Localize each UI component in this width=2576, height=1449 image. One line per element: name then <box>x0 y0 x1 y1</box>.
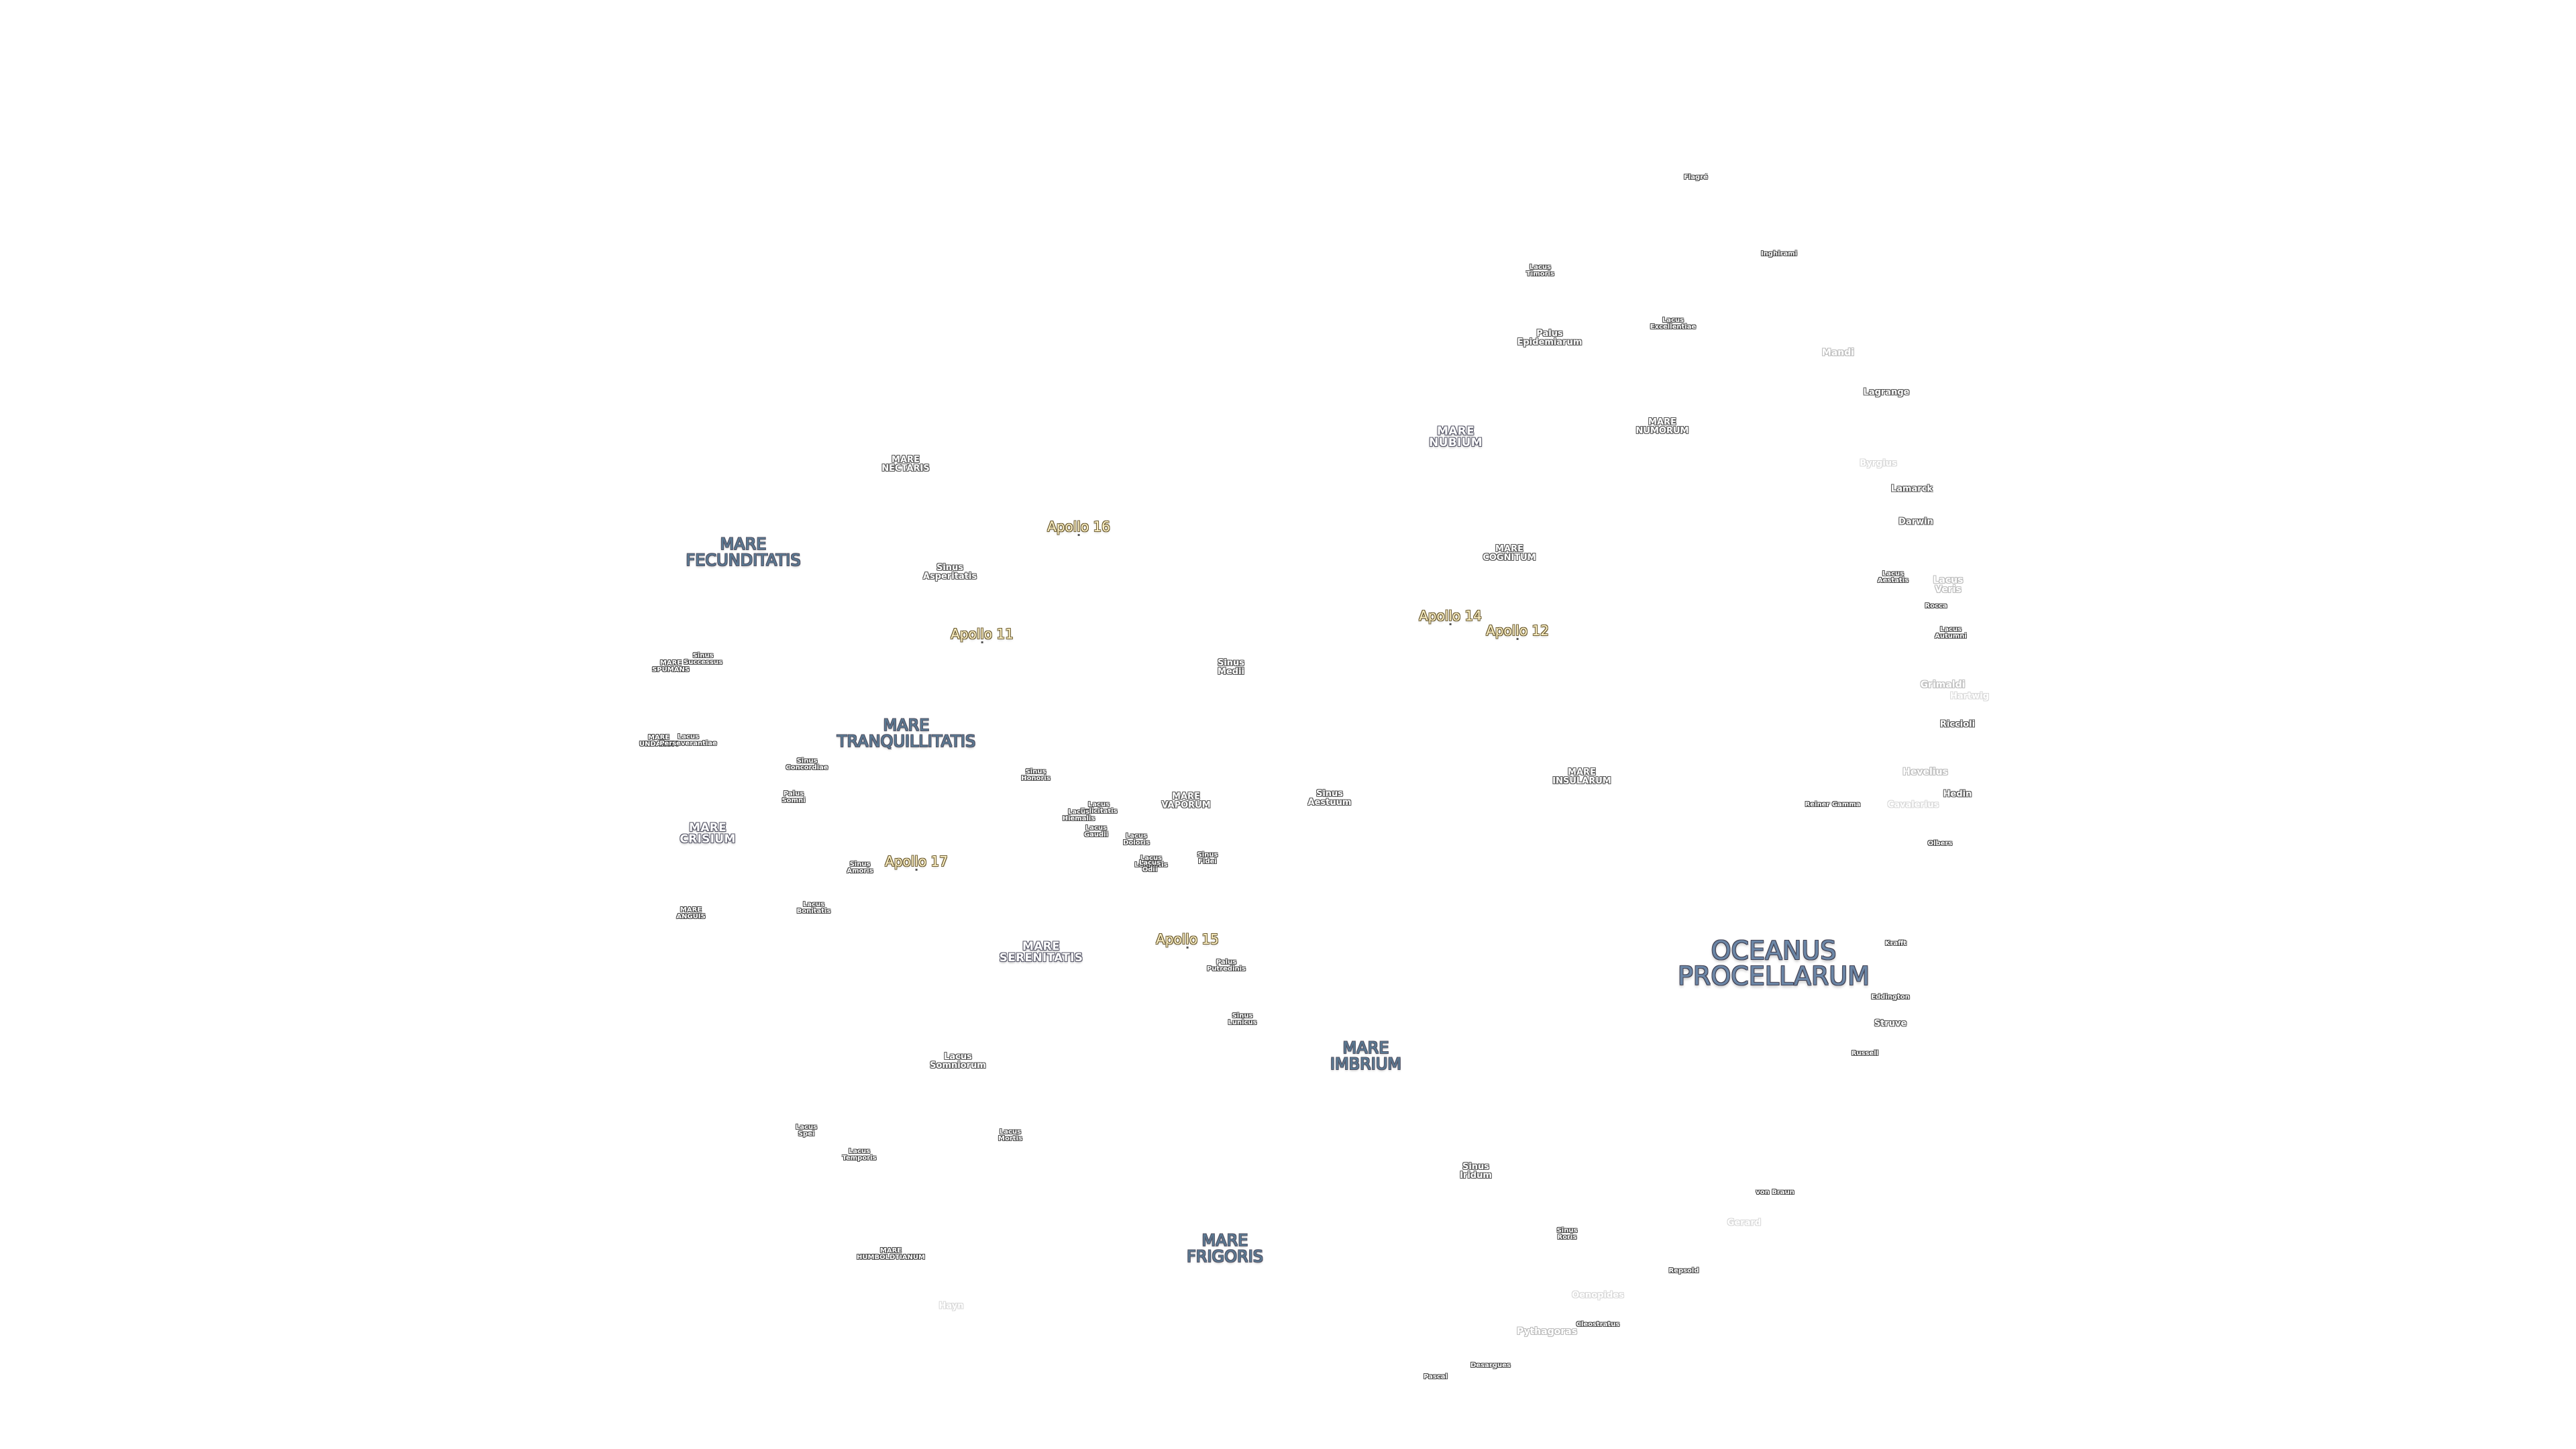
apollo-site-label: Apollo 15 <box>1156 931 1219 949</box>
feature-label: Eddington <box>1871 994 1910 1001</box>
feature-label: MARE SPUMANS <box>652 659 690 674</box>
feature-label: Lacus Doloris <box>1123 833 1150 847</box>
feature-label: Riccioli <box>1939 719 1976 730</box>
feature-label: MARE UNDARUM <box>639 734 679 748</box>
feature-label: Lacus Bonitatis <box>796 901 831 915</box>
feature-label: Lacus Aestatis <box>1877 570 1909 584</box>
feature-label: Repsold <box>1668 1267 1699 1275</box>
feature-label: Lacus Veris <box>1933 575 1964 595</box>
feature-label: Lacus Lenitatis <box>1134 855 1168 869</box>
feature-label: Lacus Autumni <box>1935 626 1967 640</box>
feature-label: Cavalerius <box>1887 800 1939 810</box>
apollo-site-label: Apollo 12 <box>1486 623 1549 640</box>
apollo-site-label: Apollo 11 <box>951 626 1014 643</box>
landing-site-marker <box>1449 623 1452 625</box>
feature-label: Lacus Mortis <box>998 1128 1022 1142</box>
feature-label: Byrgius <box>1860 458 1897 469</box>
feature-label: Lacus Perseverantiae <box>659 733 717 747</box>
feature-label: MARE TRANQUILLITATIS <box>837 716 976 751</box>
feature-label: Pascal <box>1424 1373 1448 1381</box>
apollo-site-label: Apollo 17 <box>885 853 948 871</box>
feature-label: Inghirami <box>1760 250 1798 258</box>
feature-label: Sinus Amoris <box>847 861 873 875</box>
feature-label: Sinus Roris <box>1556 1227 1578 1241</box>
feature-label: Lacus Hiemalis <box>1062 808 1095 822</box>
feature-label: MARE COGNITUM <box>1483 544 1536 563</box>
feature-label: Sinus Medii <box>1217 658 1245 677</box>
feature-label: OCEANUS PROCELLARUM <box>1678 936 1870 991</box>
feature-label: Sinus Lunicus <box>1228 1012 1257 1026</box>
feature-label: Hartwig <box>1949 691 1990 702</box>
feature-label: Sinus Fidei <box>1197 851 1218 865</box>
feature-label: Lacus Gaudii <box>1083 824 1109 839</box>
feature-label: Sinus Asperitatis <box>922 563 977 582</box>
feature-label: Lagrange <box>1863 387 1910 398</box>
feature-label: Cleostratus <box>1576 1321 1620 1328</box>
feature-label: Darwin <box>1898 517 1933 527</box>
feature-label: Sinus Honoris <box>1021 768 1051 782</box>
landing-site-marker <box>1186 947 1189 949</box>
feature-label: Lamarck <box>1890 484 1933 494</box>
feature-label: MARE NUBIUM <box>1429 425 1483 449</box>
feature-label: MARE FECUNDITATIS <box>686 535 801 570</box>
feature-label: Sinus Successus <box>684 652 722 666</box>
feature-label: MARE IMBRIUM <box>1330 1038 1402 1073</box>
feature-label: Lacus Somniorum <box>930 1052 986 1071</box>
feature-label: Sinus Aestuum <box>1307 789 1352 808</box>
apollo-site-label: Apollo 14 <box>1419 608 1482 625</box>
feature-label: MARE NECTARIS <box>881 455 930 474</box>
feature-label: Palus Putredinis <box>1206 959 1246 973</box>
feature-label: Krafft <box>1884 940 1907 947</box>
apollo-site-label: Apollo 16 <box>1047 519 1110 536</box>
feature-label: Hayn <box>938 1301 964 1311</box>
feature-label: Struve <box>1874 1018 1907 1029</box>
feature-label: Mandi <box>1821 347 1855 358</box>
feature-label: Oenopides <box>1572 1290 1624 1301</box>
feature-label: Desargues <box>1470 1362 1511 1369</box>
feature-label: MARE INSULARUM <box>1552 767 1611 786</box>
feature-label: MARE CRISIUM <box>680 821 736 846</box>
feature-label: Palus Epidemiarum <box>1517 329 1582 347</box>
feature-label: Olbers <box>1927 840 1953 847</box>
feature-label: Reiner Gamma <box>1805 801 1861 808</box>
feature-label: Lacus Excellentiae <box>1650 317 1697 331</box>
feature-label: MARE NUMORUM <box>1635 417 1689 436</box>
feature-label: Grimaldi <box>1920 680 1966 690</box>
feature-label: Gerard <box>1727 1218 1762 1228</box>
feature-label: MARE SERENITATIS <box>999 940 1083 965</box>
feature-label: Rocca <box>1925 602 1947 610</box>
landing-site-marker <box>1516 638 1519 640</box>
feature-label: Lacus Spei <box>795 1124 818 1138</box>
feature-label: Lacus Felicitatis <box>1080 801 1118 815</box>
feature-label: Flagré <box>1684 174 1708 181</box>
landing-site-marker <box>981 641 983 643</box>
landing-site-marker <box>1077 534 1080 536</box>
feature-label: Sinus Concordiae <box>786 757 828 771</box>
feature-label: MARE HUMBOLDTIANUM <box>857 1247 925 1261</box>
feature-label: Lacus Temporis <box>842 1148 877 1162</box>
landing-site-marker <box>915 869 918 871</box>
feature-label: Pythagoras <box>1516 1326 1578 1337</box>
feature-label: Russell <box>1851 1050 1879 1057</box>
feature-label: Palus Somni <box>782 790 806 804</box>
feature-label: Hevelius <box>1902 767 1948 777</box>
feature-label: von Braun <box>1756 1189 1794 1196</box>
feature-label: MARE FRIGORIS <box>1186 1231 1264 1266</box>
feature-label: Hedin <box>1943 789 1972 800</box>
feature-label: Lacus Timoris <box>1526 264 1554 278</box>
feature-label: MARE ANGUIS <box>676 906 706 920</box>
feature-label: Sinus Iridum <box>1460 1162 1492 1181</box>
feature-label: Lacus Odii <box>1138 859 1161 873</box>
feature-label: MARE VAPORUM <box>1161 792 1211 810</box>
